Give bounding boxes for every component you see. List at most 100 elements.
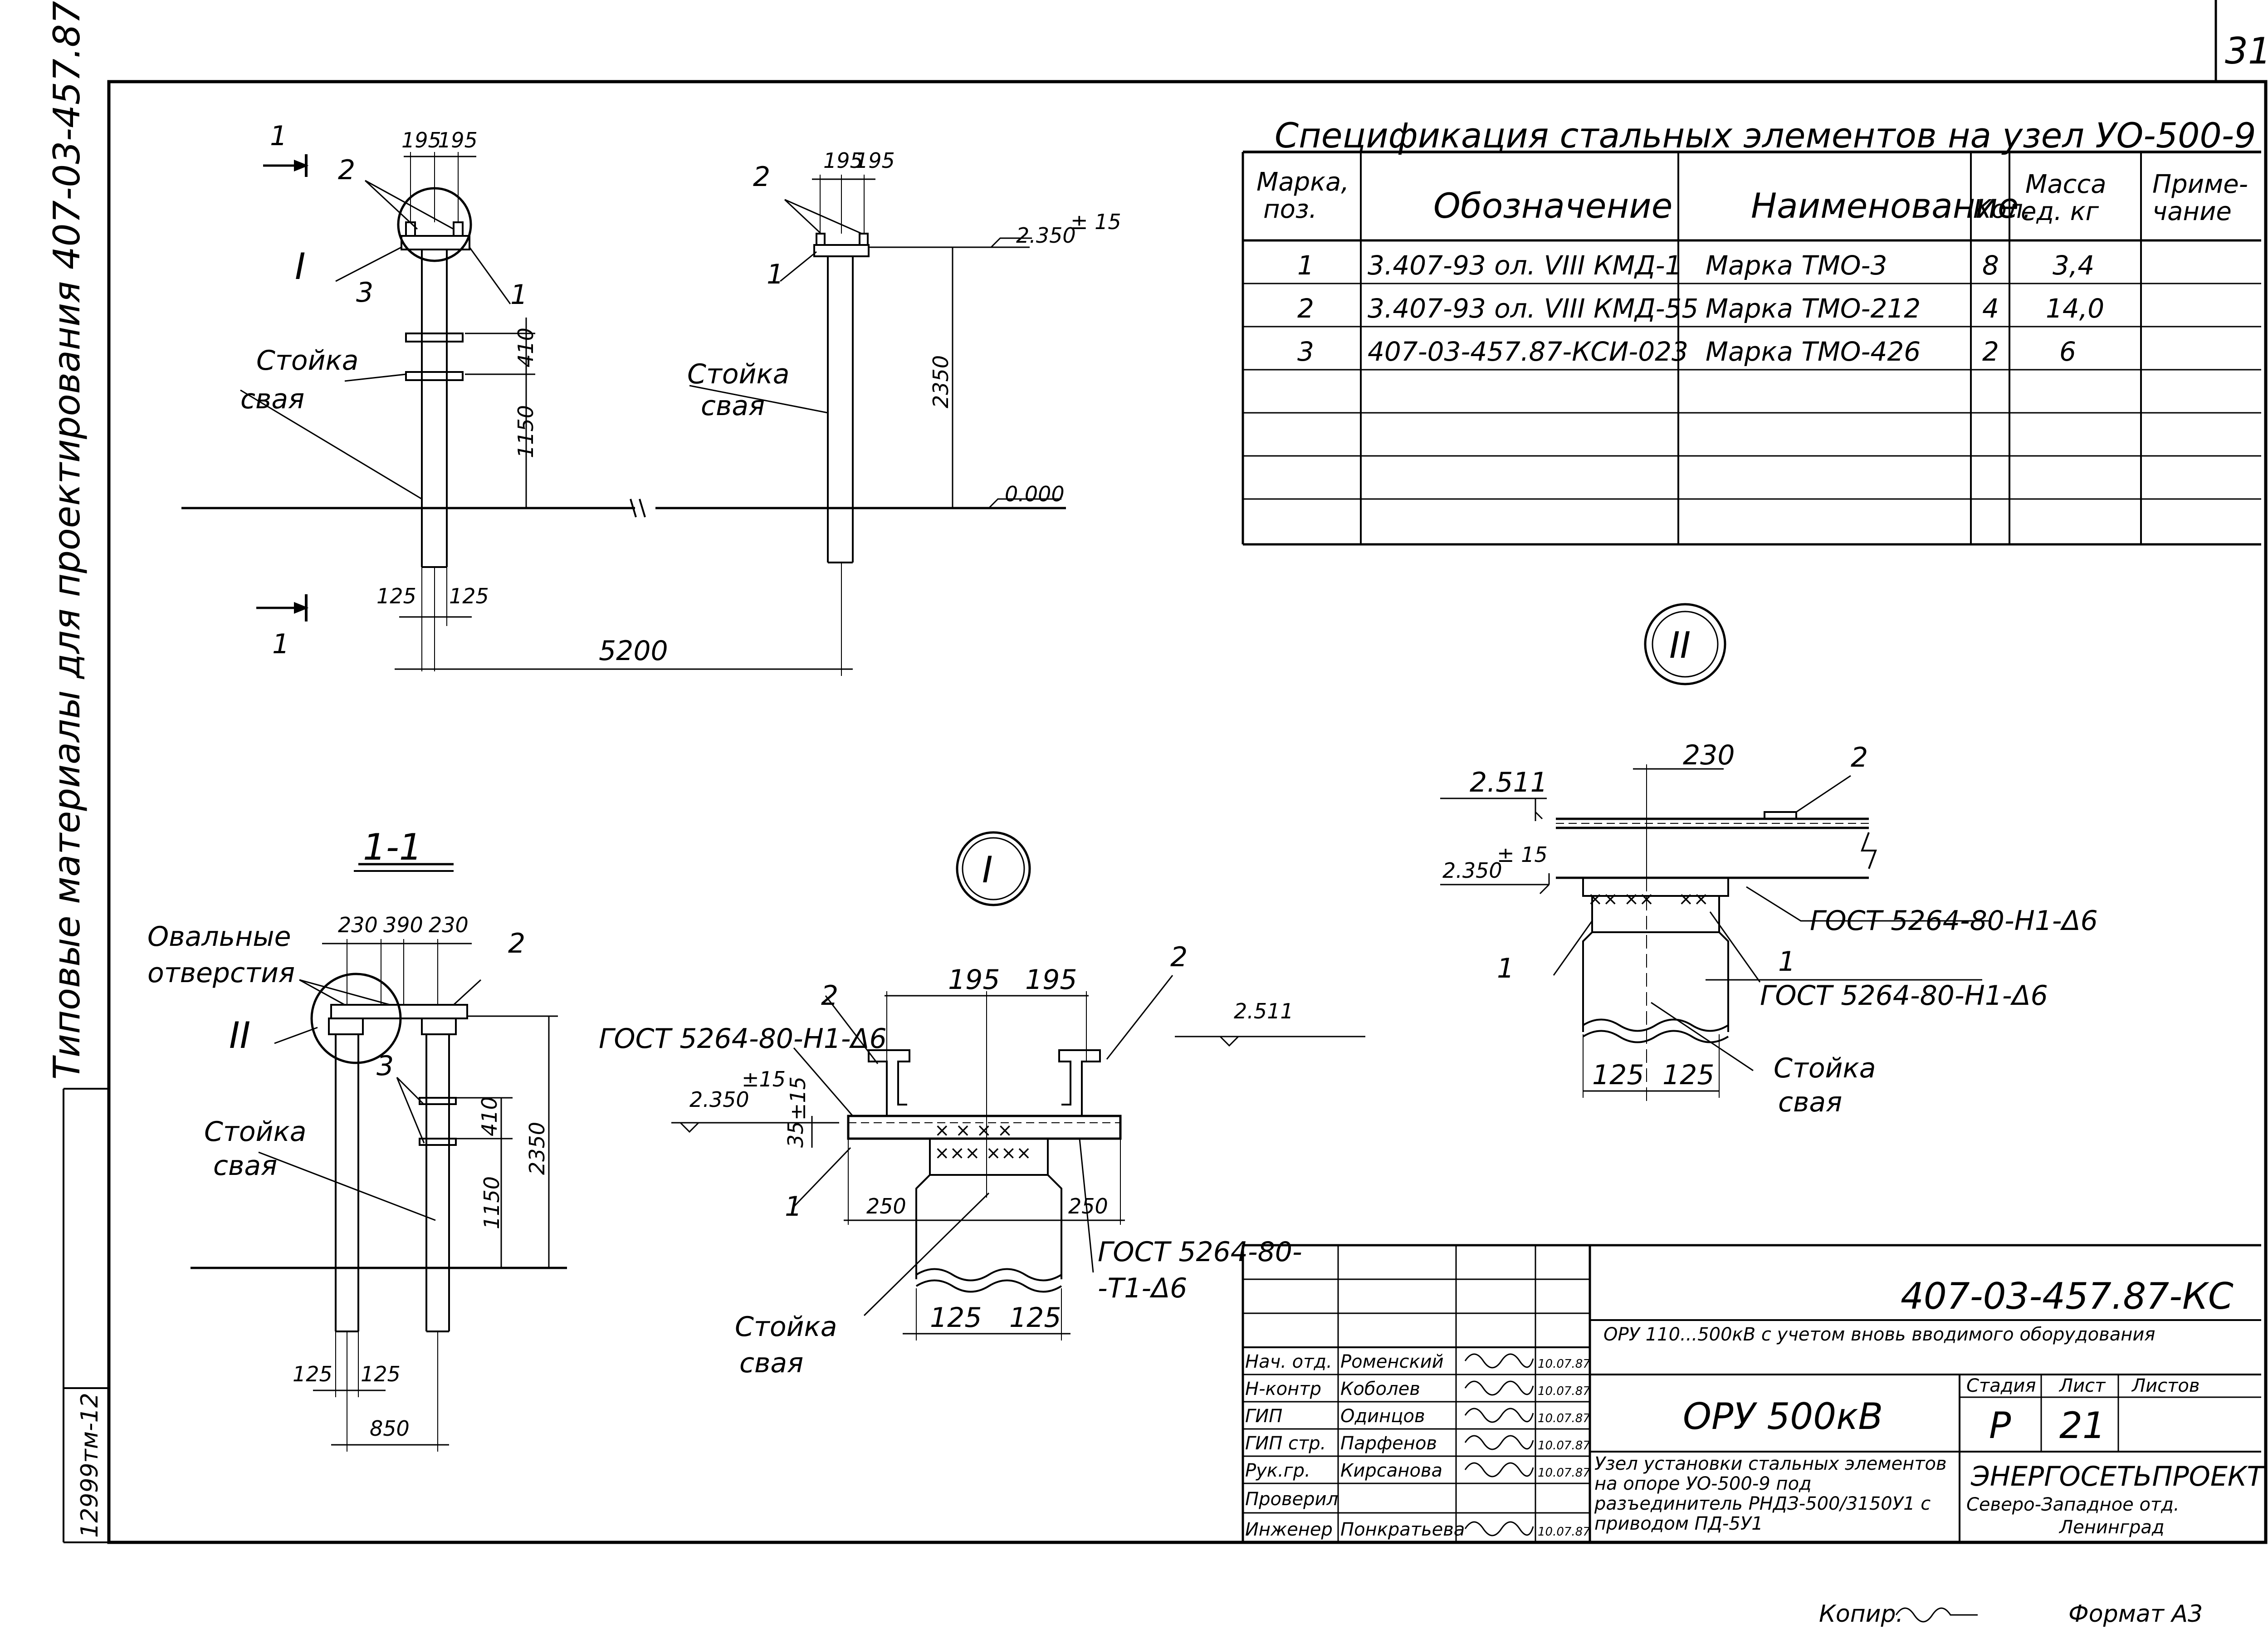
tb-staff-role-6: Инженер xyxy=(1245,1519,1333,1540)
tb-staff: Нач. отд. Роменский 10.07.87 Н-контр Коб… xyxy=(1245,1351,1590,1540)
spec-row-1-pos: 1 xyxy=(1297,250,1314,281)
detail-I-gost-2b: -Т1-Δ6 xyxy=(1098,1272,1187,1304)
spec-row-2-designation: 3.407-93 ол. VIII КМД-55 xyxy=(1368,293,1698,324)
tb-staff-date-6: 10.07.87 xyxy=(1538,1525,1590,1539)
elev-dim-195-left-2: 195 xyxy=(823,148,863,173)
spec-header-note: Приме-чание xyxy=(2152,170,2248,226)
section-oval-holes-1: Овальные xyxy=(147,921,291,953)
elev-pos-1b: 1 xyxy=(767,259,784,290)
elev-section-mark-bottom: 1 xyxy=(272,628,289,660)
callout-circle-II xyxy=(310,973,402,1064)
detail-I-pos-1: 1 xyxy=(785,1191,802,1223)
elev-pos-3: 3 xyxy=(356,277,373,308)
spec-header-designation: Обозначение xyxy=(1433,186,1672,226)
spec-row-3-mass: 6 xyxy=(2059,336,2076,367)
album-side-text: Типовые материалы для проектирования 407… xyxy=(46,0,88,1080)
tb-staff-name-2: Одинцов xyxy=(1340,1406,1425,1427)
tb-org-3: Ленинград xyxy=(2058,1517,2165,1538)
detail-II-circle-label: II xyxy=(1669,624,1691,666)
detail-I-dim-125-a: 125 xyxy=(930,1302,982,1334)
tb-org-2: Северо-Западное отд. xyxy=(1966,1494,2180,1515)
section-dim-2350: 2350 xyxy=(525,1122,549,1175)
tb-object: ОРУ 500кВ xyxy=(1683,1395,1883,1438)
detail-II-level-2511: 2.511 xyxy=(1470,767,1548,798)
tb-staff-name-1: Коболев xyxy=(1340,1379,1420,1399)
section-pos-2: 2 xyxy=(508,928,525,959)
elev-level-zero: 0.000 xyxy=(1005,482,1065,506)
detail-I-level-2511: 2.511 xyxy=(1234,999,1294,1023)
spec-row-1-qty: 8 xyxy=(1982,250,1999,281)
sheet-frame xyxy=(107,80,2268,1544)
elev-label-post-2: Стойка xyxy=(687,358,790,390)
svg-text:×× ××: ×× ×× xyxy=(1588,889,1654,910)
spec-row-1-name: Марка ТМО-3 xyxy=(1706,250,1887,281)
detail-I-gost-2a: ГОСТ 5264-80- xyxy=(1098,1236,1302,1268)
spec-row-3-pos: 3 xyxy=(1297,336,1314,367)
tb-staff-role-2: ГИП xyxy=(1245,1406,1282,1427)
detail-II-pos-1b: 1 xyxy=(1778,946,1795,978)
copier-signature xyxy=(1895,1607,1978,1623)
detail-I-label-post: Стойка xyxy=(735,1311,837,1343)
detail-I-dim-195-a: 195 xyxy=(948,964,1000,996)
section-label-pile: свая xyxy=(213,1150,277,1182)
detail-I-view: × × × × ××× ××× xyxy=(671,831,1365,1340)
inventory-number: 12999тм-12 xyxy=(76,1393,103,1538)
detail-I-d35: 35 xyxy=(783,1121,808,1148)
tb-doc-code: 407-03-457.87-КС xyxy=(1901,1275,2234,1317)
tb-staff-role-3: ГИП стр. xyxy=(1245,1433,1326,1454)
tb-staff-role-0: Нач. отд. xyxy=(1245,1351,1332,1372)
detail-I-pos-2a: 2 xyxy=(821,980,838,1012)
spec-row-1-mass: 3,4 xyxy=(2053,250,2094,281)
detail-I-dim-195-b: 195 xyxy=(1025,964,1077,996)
section-dim-1150: 1150 xyxy=(479,1176,504,1229)
elev-dim-125-left: 125 xyxy=(376,584,416,608)
section-dim-125-b: 125 xyxy=(361,1362,401,1386)
elev-level-2350: 2.350 xyxy=(1016,223,1076,248)
detail-I-dim-250-b: 250 xyxy=(1068,1194,1108,1218)
tb-staff-name-3: Парфенов xyxy=(1340,1433,1437,1454)
spec-row-2-pos: 2 xyxy=(1297,293,1314,324)
detail-I-dim-125-b: 125 xyxy=(1009,1302,1061,1334)
elev-dim-2350: 2350 xyxy=(929,355,953,408)
section-dim-410: 410 xyxy=(477,1096,502,1136)
elev-dim-1150: 1150 xyxy=(513,405,538,458)
tb-staff-date-2: 10.07.87 xyxy=(1538,1412,1590,1425)
spec-row-3-designation: 407-03-457.87-КСИ-023 xyxy=(1368,336,1688,367)
detail-I-dim-250-a: 250 xyxy=(866,1194,906,1218)
tb-stage: Р xyxy=(1989,1404,2011,1447)
spec-title: Спецификация стальных элементов на узел … xyxy=(1275,115,2256,156)
elev-dim-195-right-2: 195 xyxy=(855,148,895,173)
elev-dim-410: 410 xyxy=(513,328,538,367)
tb-staff-name-0: Роменский xyxy=(1340,1351,1444,1372)
tb-org-1: ЭНЕРГОСЕТЬПРОЕКТ xyxy=(1970,1461,2265,1492)
section-pos-3: 3 xyxy=(376,1050,394,1082)
section-1-1-title: 1-1 xyxy=(363,826,422,868)
section-dim-125-a: 125 xyxy=(293,1362,332,1386)
section-dim-230-c: 230 xyxy=(429,913,469,937)
tb-staff-role-4: Рук.гр. xyxy=(1245,1460,1310,1481)
detail-II-level-2350: 2.350 xyxy=(1442,858,1502,883)
detail-II-label-post: Стойка xyxy=(1774,1052,1876,1084)
footer-copied: Копир. xyxy=(1819,1600,1903,1628)
spec-header-name: Наименование xyxy=(1751,186,2019,226)
spec-header-qty: Кол. xyxy=(1973,195,2031,224)
section-callout-II: II xyxy=(229,1014,250,1057)
tb-staff-role-5: Проверил xyxy=(1245,1489,1338,1510)
title-block xyxy=(1242,1244,2261,1542)
detail-II-gost-2: ГОСТ 5264-80-Н1-Δ6 xyxy=(1760,980,2048,1012)
spec-row-2-mass: 14,0 xyxy=(2046,293,2104,324)
tb-staff-date-3: 10.07.87 xyxy=(1538,1439,1590,1453)
section-oval-holes-2: отверстия xyxy=(147,957,295,989)
elev-label-pile: свая xyxy=(240,383,304,415)
tb-staff-name-4: Кирсанова xyxy=(1340,1460,1442,1481)
tb-sheet-label: Лист xyxy=(2058,1375,2106,1396)
section-1-1-view xyxy=(191,863,567,1452)
svg-text:××× ×××: ××× ××× xyxy=(934,1143,1031,1164)
detail-I-circle-label: I xyxy=(982,849,993,891)
elev-callout-I: I xyxy=(295,245,306,288)
specification-table xyxy=(1242,151,2261,546)
spec-row-1-designation: 3.407-93 ол. VIII КМД-1 xyxy=(1368,250,1681,281)
section-dim-850: 850 xyxy=(370,1416,410,1441)
detail-II-pos-1a: 1 xyxy=(1497,953,1514,984)
